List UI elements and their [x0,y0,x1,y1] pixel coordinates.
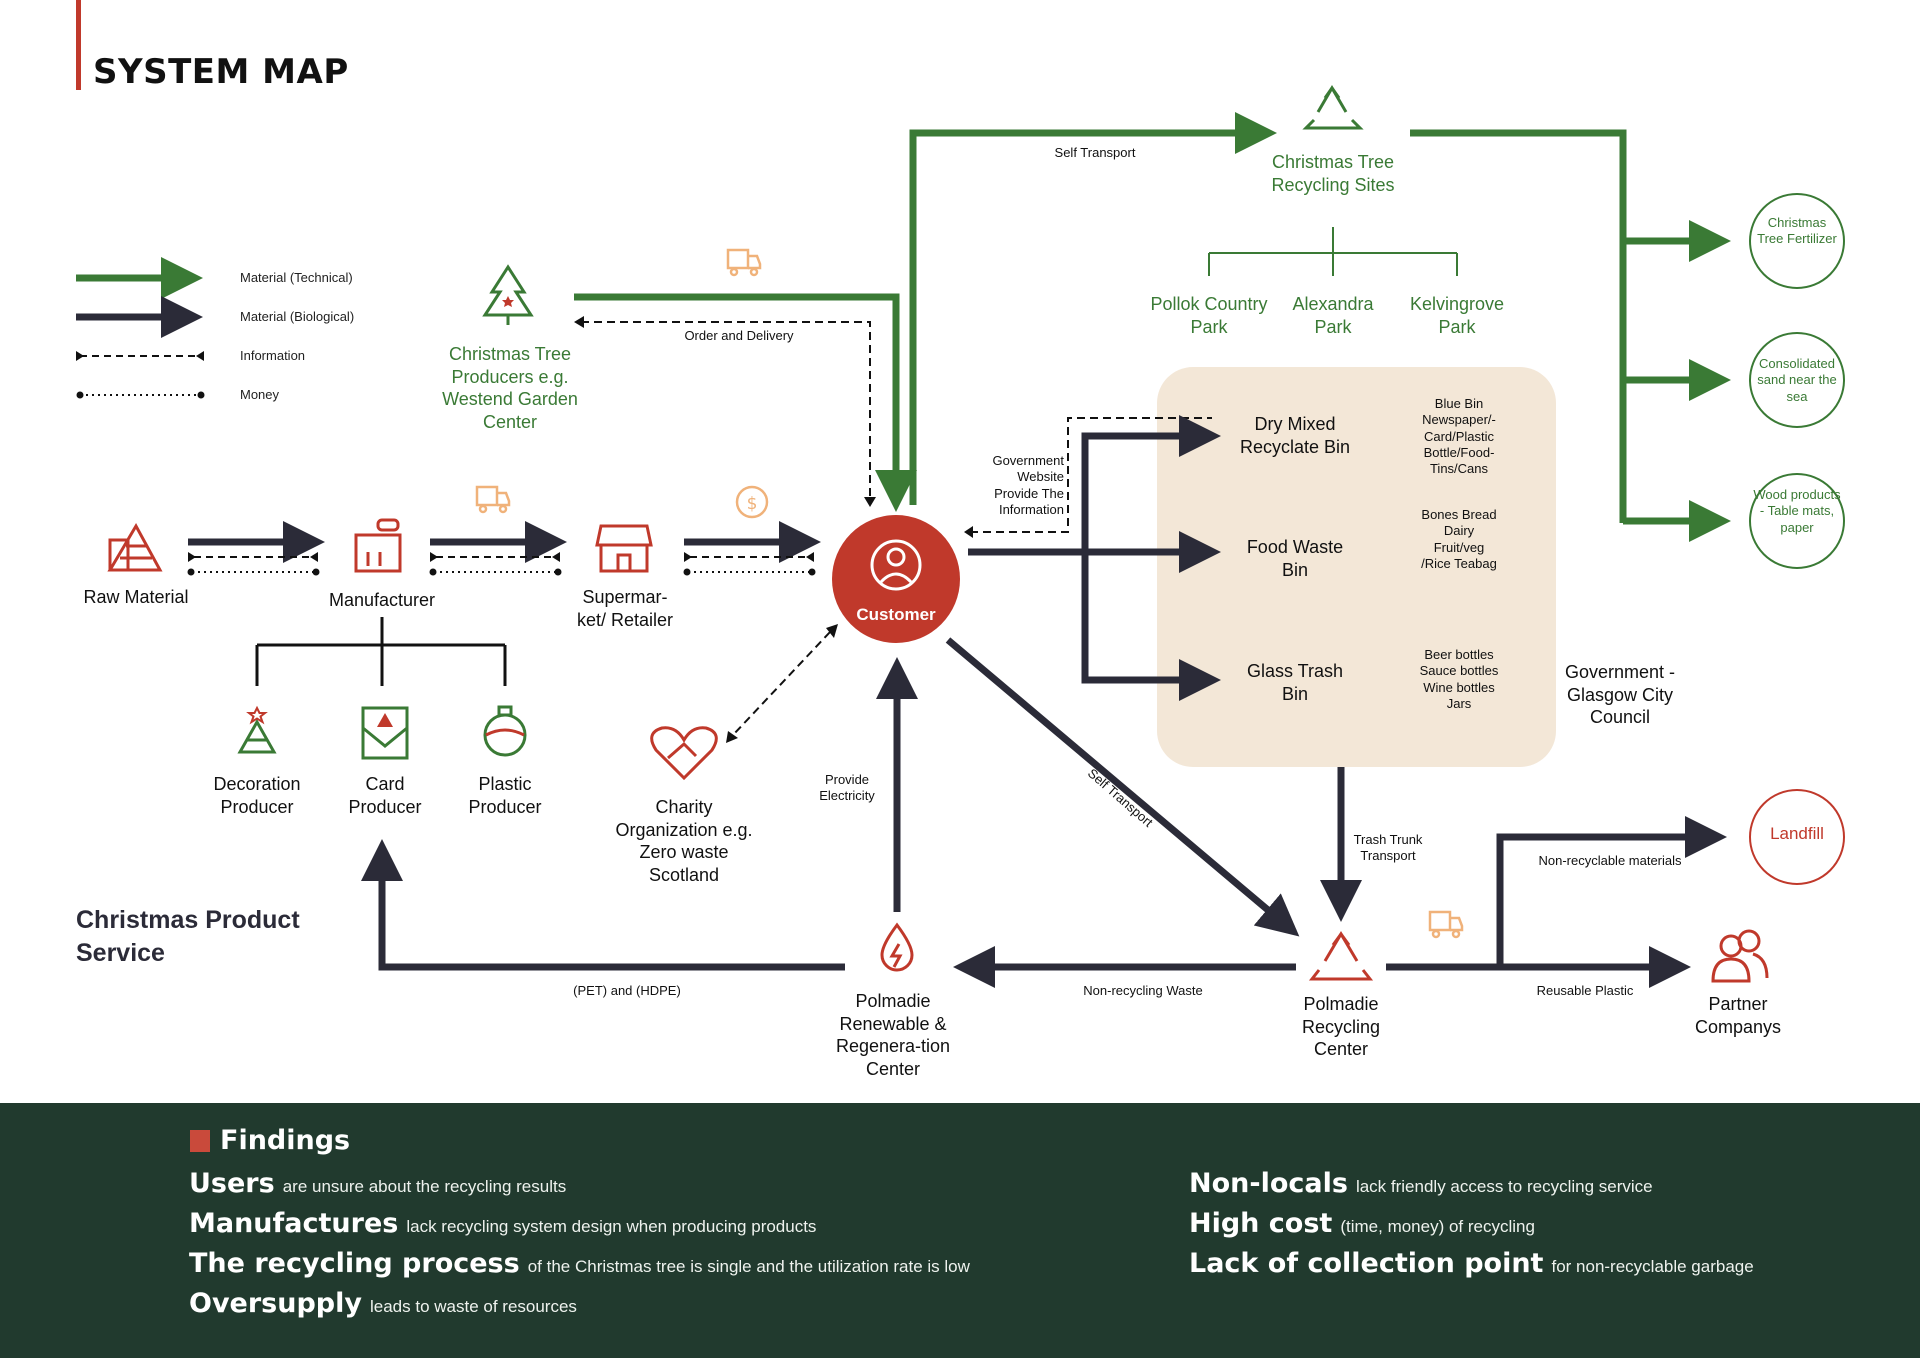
user-icon [870,539,922,591]
findings-title: Findings [220,1125,351,1156]
manufacturer-branches [255,617,507,686]
dry-bin-label[interactable]: Dry Mixed Recyclate Bin [1239,414,1351,457]
information-flows [581,321,1212,736]
raw-material-label[interactable]: Raw Material [83,587,189,607]
partner-label[interactable]: Partner Companys [1694,994,1782,1037]
store-icon [595,524,653,573]
truck-icon [1428,910,1464,939]
pollok-label[interactable]: Pollok Country Park [1150,294,1268,337]
sand-circle [1749,332,1845,428]
kelvingrove-label[interactable]: Kelvingrove Park [1409,294,1505,337]
system-map-diagram: Material (Technical) Material (Biologica… [76,85,1845,988]
findings-header: Findings [190,1125,350,1156]
landfill-circle [1749,789,1845,885]
edge-label-provide-electricity: Provide Electricity [819,772,875,804]
info-arrowhead [574,316,584,328]
landfill-label[interactable]: Landfill [1770,824,1824,843]
supply-chain-flows [187,521,821,576]
card-icon [361,706,409,760]
charity-label[interactable]: Charity Organization e.g. Zero waste Sco… [615,797,753,885]
legend-label: Material (Technical) [240,270,353,285]
legend-label: Material (Biological) [240,309,354,324]
edge-label-order-delivery: Order and Delivery [684,328,794,343]
polmadie-renewable-label[interactable]: Polmadie Renewable & Regenera-tion Cente… [835,991,951,1079]
recycle-icon [1308,931,1374,981]
decoration-label[interactable]: Decoration Producer [213,774,301,817]
info-arrowhead [864,497,876,507]
legend: Material (Technical) Material (Biologica… [76,257,354,402]
edge-label-pet-hdpe: (PET) and (HDPE) [573,983,681,998]
page-title: SYSTEM MAP [93,52,349,92]
star-icon [502,296,514,307]
recycle-icon [1302,85,1364,130]
christmas-product-service-label: Christmas Product Service [76,906,300,967]
info-arrowhead [726,731,738,743]
card-label[interactable]: Card Producer [348,774,422,817]
producers-label[interactable]: Christmas Tree Producers e.g. Westend Ga… [442,344,578,432]
decoration-icon [237,718,277,754]
technical-flows [574,112,1731,542]
edge-label-non-recycling-waste: Non-recycling Waste [1083,983,1203,998]
edge-label-trash-trunk: Trash Trunk Transport [1353,832,1423,864]
star-icon [246,705,268,725]
glass-bin-items: Beer bottles Sauce bottles Wine bottles … [1419,647,1499,711]
recycling-sites-label[interactable]: Christmas Tree Recycling Sites [1271,152,1395,195]
legend-label: Money [240,387,280,402]
info-arrowhead [964,526,973,538]
findings-marker [190,1129,210,1152]
people-icon [1711,929,1769,983]
wood-circle [1749,473,1845,569]
title-accent-bar [76,0,81,90]
dry-bin-items: Blue Bin Newspaper/- Card/Plastic Bottle… [1422,396,1496,476]
food-bin-items: Bones Bread Dairy Fruit/veg /Rice Teabag [1421,507,1497,571]
edge-label-self-transport: Self Transport [1054,145,1136,160]
dollar-coin-icon: $ [735,485,769,519]
truck-icon [726,248,762,277]
info-arrowhead [826,624,838,638]
polmadie-recycling-label[interactable]: Polmadie Recycling Center [1301,994,1381,1059]
customer-node[interactable]: Customer [832,515,960,643]
ornament-icon [483,705,527,757]
alexandra-label[interactable]: Alexandra Park [1292,294,1374,337]
parks-tree [1208,227,1458,276]
sand-label: Consolidated sand near the sea [1757,356,1837,404]
edge-label-non-recyclable: Non-recyclable materials [1538,853,1682,868]
factory-icon [354,518,402,573]
food-bin-label[interactable]: Food Waste Bin [1246,537,1344,580]
svg-text:$: $ [747,494,758,514]
raw-material-icon [107,522,163,572]
plastic-label[interactable]: Plastic Producer [468,774,542,817]
christmas-tree-icon [482,264,534,325]
truck-icon [475,485,511,514]
fertilizer-circle [1749,193,1845,289]
government-label: Government - Glasgow City Council [1564,662,1676,727]
heart-handshake-icon [650,726,718,781]
bins-panel [1157,367,1556,767]
tree-icon [377,713,393,727]
energy-drop-icon [880,922,914,972]
glass-bin-label[interactable]: Glass Trash Bin [1246,661,1344,704]
customer-label: Customer [856,605,936,624]
finding-item: High cost(time, money) of recycling [1189,1208,1535,1239]
manufacturer-label[interactable]: Manufacturer [328,590,436,610]
supermarket-label[interactable]: Supermar-ket/ Retailer [576,587,674,630]
bin-flows [361,415,1727,988]
legend-label: Information [240,348,305,363]
fertilizer-label: Christmas Tree Fertilizer [1757,215,1837,247]
edge-label-gov-website: Government Website Provide The Informati… [992,453,1064,517]
edge-label-reusable-plastic: Reusable Plastic [1536,983,1634,998]
wood-label: Wood products - Table mats, paper [1753,487,1841,535]
